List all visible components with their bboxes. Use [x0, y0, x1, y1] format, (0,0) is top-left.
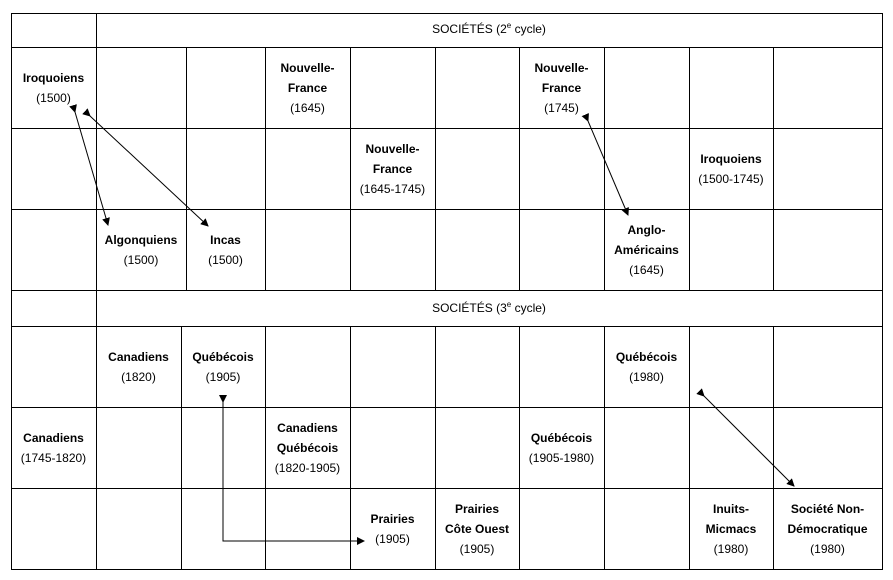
- arrow-nf1745-anglo: [581, 112, 629, 216]
- society-period: (1905): [375, 532, 410, 546]
- society-cell-t1-nf-1645-1745: Nouvelle- France (1645-1745): [350, 139, 435, 199]
- society-cell-t1-iroquoiens-1500: Iroquoiens (1500): [11, 68, 96, 108]
- society-cell-t1-iroquoiens-1500-1745: Iroquoiens (1500-1745): [689, 149, 773, 189]
- grid-line: [773, 47, 774, 291]
- society-name: Anglo- Américains: [614, 223, 679, 257]
- society-cell-t2-quebecois-1905: Québécois (1905): [181, 347, 265, 387]
- society-period: (1645-1745): [359, 182, 426, 196]
- society-name: Inuits- Micmacs: [705, 502, 757, 536]
- society-cell-t1-algonquiens: Algonquiens (1500): [96, 230, 186, 270]
- society-period: (1905): [205, 370, 241, 384]
- society-name: Iroquoiens: [700, 152, 762, 166]
- society-name: Québécois: [192, 350, 254, 364]
- grid-line: [519, 326, 520, 570]
- grid-line: [181, 326, 182, 570]
- grid-line: [519, 47, 520, 291]
- society-period: (1905): [459, 542, 495, 556]
- society-cell-t2-quebecois-1980: Québécois (1980): [604, 347, 689, 387]
- grid-line: [11, 569, 883, 570]
- society-name: Nouvelle- France: [534, 61, 589, 95]
- society-period: (1645): [290, 101, 325, 115]
- society-cell-t2-inuits: Inuits- Micmacs (1980): [689, 499, 773, 559]
- society-cell-t1-incas: Incas (1500): [186, 230, 265, 270]
- table-title-3e-cycle: SOCIÉTÉS (3e cycle): [432, 300, 546, 315]
- grid-line: [11, 13, 883, 14]
- society-cell-t1-nf-1645: Nouvelle- France (1645): [265, 58, 350, 118]
- society-cell-t2-canadiens-1820: Canadiens (1820): [96, 347, 181, 387]
- society-name: Canadiens: [108, 350, 169, 364]
- grid-line: [435, 47, 436, 291]
- grid-line: [689, 326, 690, 570]
- society-name: Québécois: [615, 350, 678, 364]
- society-cell-t2-prairies: Prairies (1905): [350, 509, 435, 549]
- society-name: Prairies Côte Ouest: [444, 502, 509, 536]
- society-cell-t1-nf-1745: Nouvelle- France (1745): [519, 58, 604, 118]
- grid-line: [11, 13, 12, 291]
- society-name: Nouvelle- France: [280, 61, 335, 95]
- society-name: Québécois: [530, 431, 593, 445]
- grid-line: [11, 209, 883, 210]
- grid-line: [689, 47, 690, 291]
- society-name: Prairies: [370, 512, 415, 526]
- grid-line: [11, 47, 883, 48]
- society-cell-t2-prairies-cote: Prairies Côte Ouest (1905): [435, 499, 519, 559]
- grid-line: [11, 326, 883, 327]
- grid-line: [11, 407, 883, 408]
- society-period: (1820): [121, 370, 156, 384]
- grid-line: [11, 290, 883, 291]
- society-period: (1500): [36, 91, 71, 105]
- society-period: (1980): [810, 542, 845, 556]
- society-cell-t2-quebecois-1905-1980: Québécois (1905-1980): [519, 428, 604, 468]
- society-period: (1500): [123, 253, 159, 267]
- arrow-quebecois1905-prairies: [219, 395, 365, 545]
- society-period: (1645): [629, 263, 664, 277]
- grid-line: [882, 13, 883, 291]
- society-cell-t2-non-dem: Société Non- Démocratique (1980): [773, 499, 882, 559]
- society-period: (1905-1980): [528, 451, 595, 465]
- arrow-iroquoiens-algonquiens: [69, 104, 110, 226]
- society-period: (1745-1820): [20, 451, 87, 465]
- society-name: Iroquoiens: [22, 71, 85, 85]
- society-period: (1980): [629, 370, 664, 384]
- arrow-iroquoiens-incas: [82, 108, 209, 227]
- society-name: Incas: [210, 233, 241, 247]
- grid-line: [604, 326, 605, 570]
- table-title-2e-cycle: SOCIÉTÉS (2e cycle): [432, 21, 546, 36]
- society-name: Nouvelle- France: [365, 142, 420, 176]
- society-period: (1745): [544, 101, 579, 115]
- society-name: Canadiens: [23, 431, 84, 445]
- society-name: Société Non- Démocratique: [787, 502, 868, 536]
- grid-line: [350, 47, 351, 291]
- grid-line: [882, 290, 883, 570]
- grid-line: [96, 290, 97, 570]
- society-cell-t1-anglo: Anglo- Américains (1645): [604, 220, 689, 280]
- grid-line: [435, 326, 436, 570]
- grid-line: [11, 290, 12, 570]
- arrow-quebecois1980-nondem: [696, 388, 795, 487]
- society-period: (1500-1745): [698, 172, 764, 186]
- grid-line: [11, 128, 883, 129]
- society-cell-t2-canadiens-1745-1820: Canadiens (1745-1820): [11, 428, 96, 468]
- society-name: Algonquiens: [104, 233, 178, 247]
- grid-line: [11, 488, 883, 489]
- society-period: (1500): [208, 253, 243, 267]
- society-period: (1980): [713, 542, 749, 556]
- grid-line: [265, 47, 266, 291]
